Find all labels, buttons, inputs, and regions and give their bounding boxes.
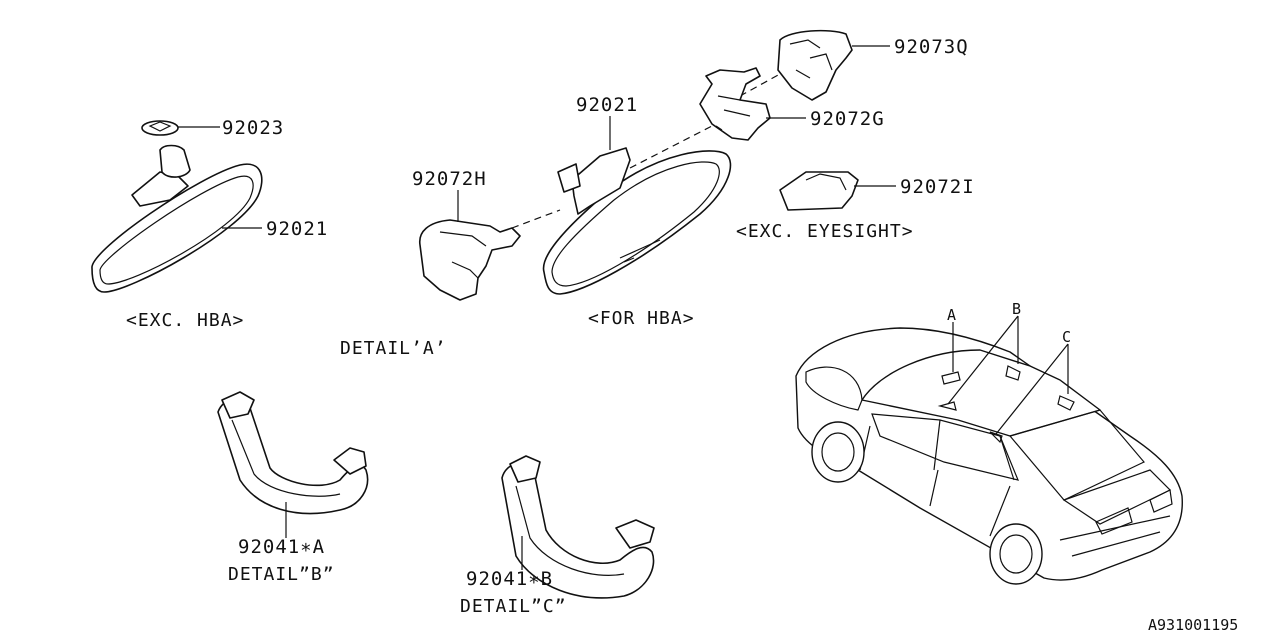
mirror-exc-hba bbox=[91, 120, 263, 293]
diagram-id: A931001195 bbox=[1148, 616, 1238, 634]
part-label-92021-left: 92021 bbox=[266, 218, 328, 240]
part-label-92072h: 92072H bbox=[412, 168, 487, 190]
part-label-92073q: 92073Q bbox=[894, 36, 969, 58]
caption-detail-a: DETAIL’A’ bbox=[340, 338, 447, 359]
car-illustration bbox=[795, 327, 1183, 585]
caption-exc-hba: <EXC. HBA> bbox=[126, 310, 244, 331]
car-marker-b: B bbox=[1012, 300, 1021, 318]
car-marker-a: A bbox=[947, 306, 956, 324]
cover-92072i bbox=[779, 171, 859, 211]
caption-detail-b: DETAIL”B” bbox=[228, 564, 335, 585]
caption-exc-eyesight: <EXC. EYESIGHT> bbox=[736, 221, 914, 242]
cover-92072h bbox=[419, 219, 521, 301]
caption-for-hba: <FOR HBA> bbox=[588, 308, 695, 329]
bracket-92072g bbox=[699, 67, 771, 141]
grip-handle-a bbox=[217, 391, 369, 515]
cover-92073q bbox=[777, 29, 853, 101]
grip-handle-b bbox=[501, 455, 655, 599]
part-label-92041b: 92041∗B bbox=[466, 568, 553, 590]
part-label-92072g: 92072G bbox=[810, 108, 885, 130]
part-label-92072i: 92072I bbox=[900, 176, 975, 198]
caption-detail-c: DETAIL”C” bbox=[460, 596, 567, 617]
part-label-92041a: 92041∗A bbox=[238, 536, 325, 558]
part-label-92021-center: 92021 bbox=[576, 94, 638, 116]
car-marker-c: C bbox=[1062, 328, 1071, 346]
mirror-for-hba bbox=[542, 147, 732, 295]
part-label-92023: 92023 bbox=[222, 117, 284, 139]
